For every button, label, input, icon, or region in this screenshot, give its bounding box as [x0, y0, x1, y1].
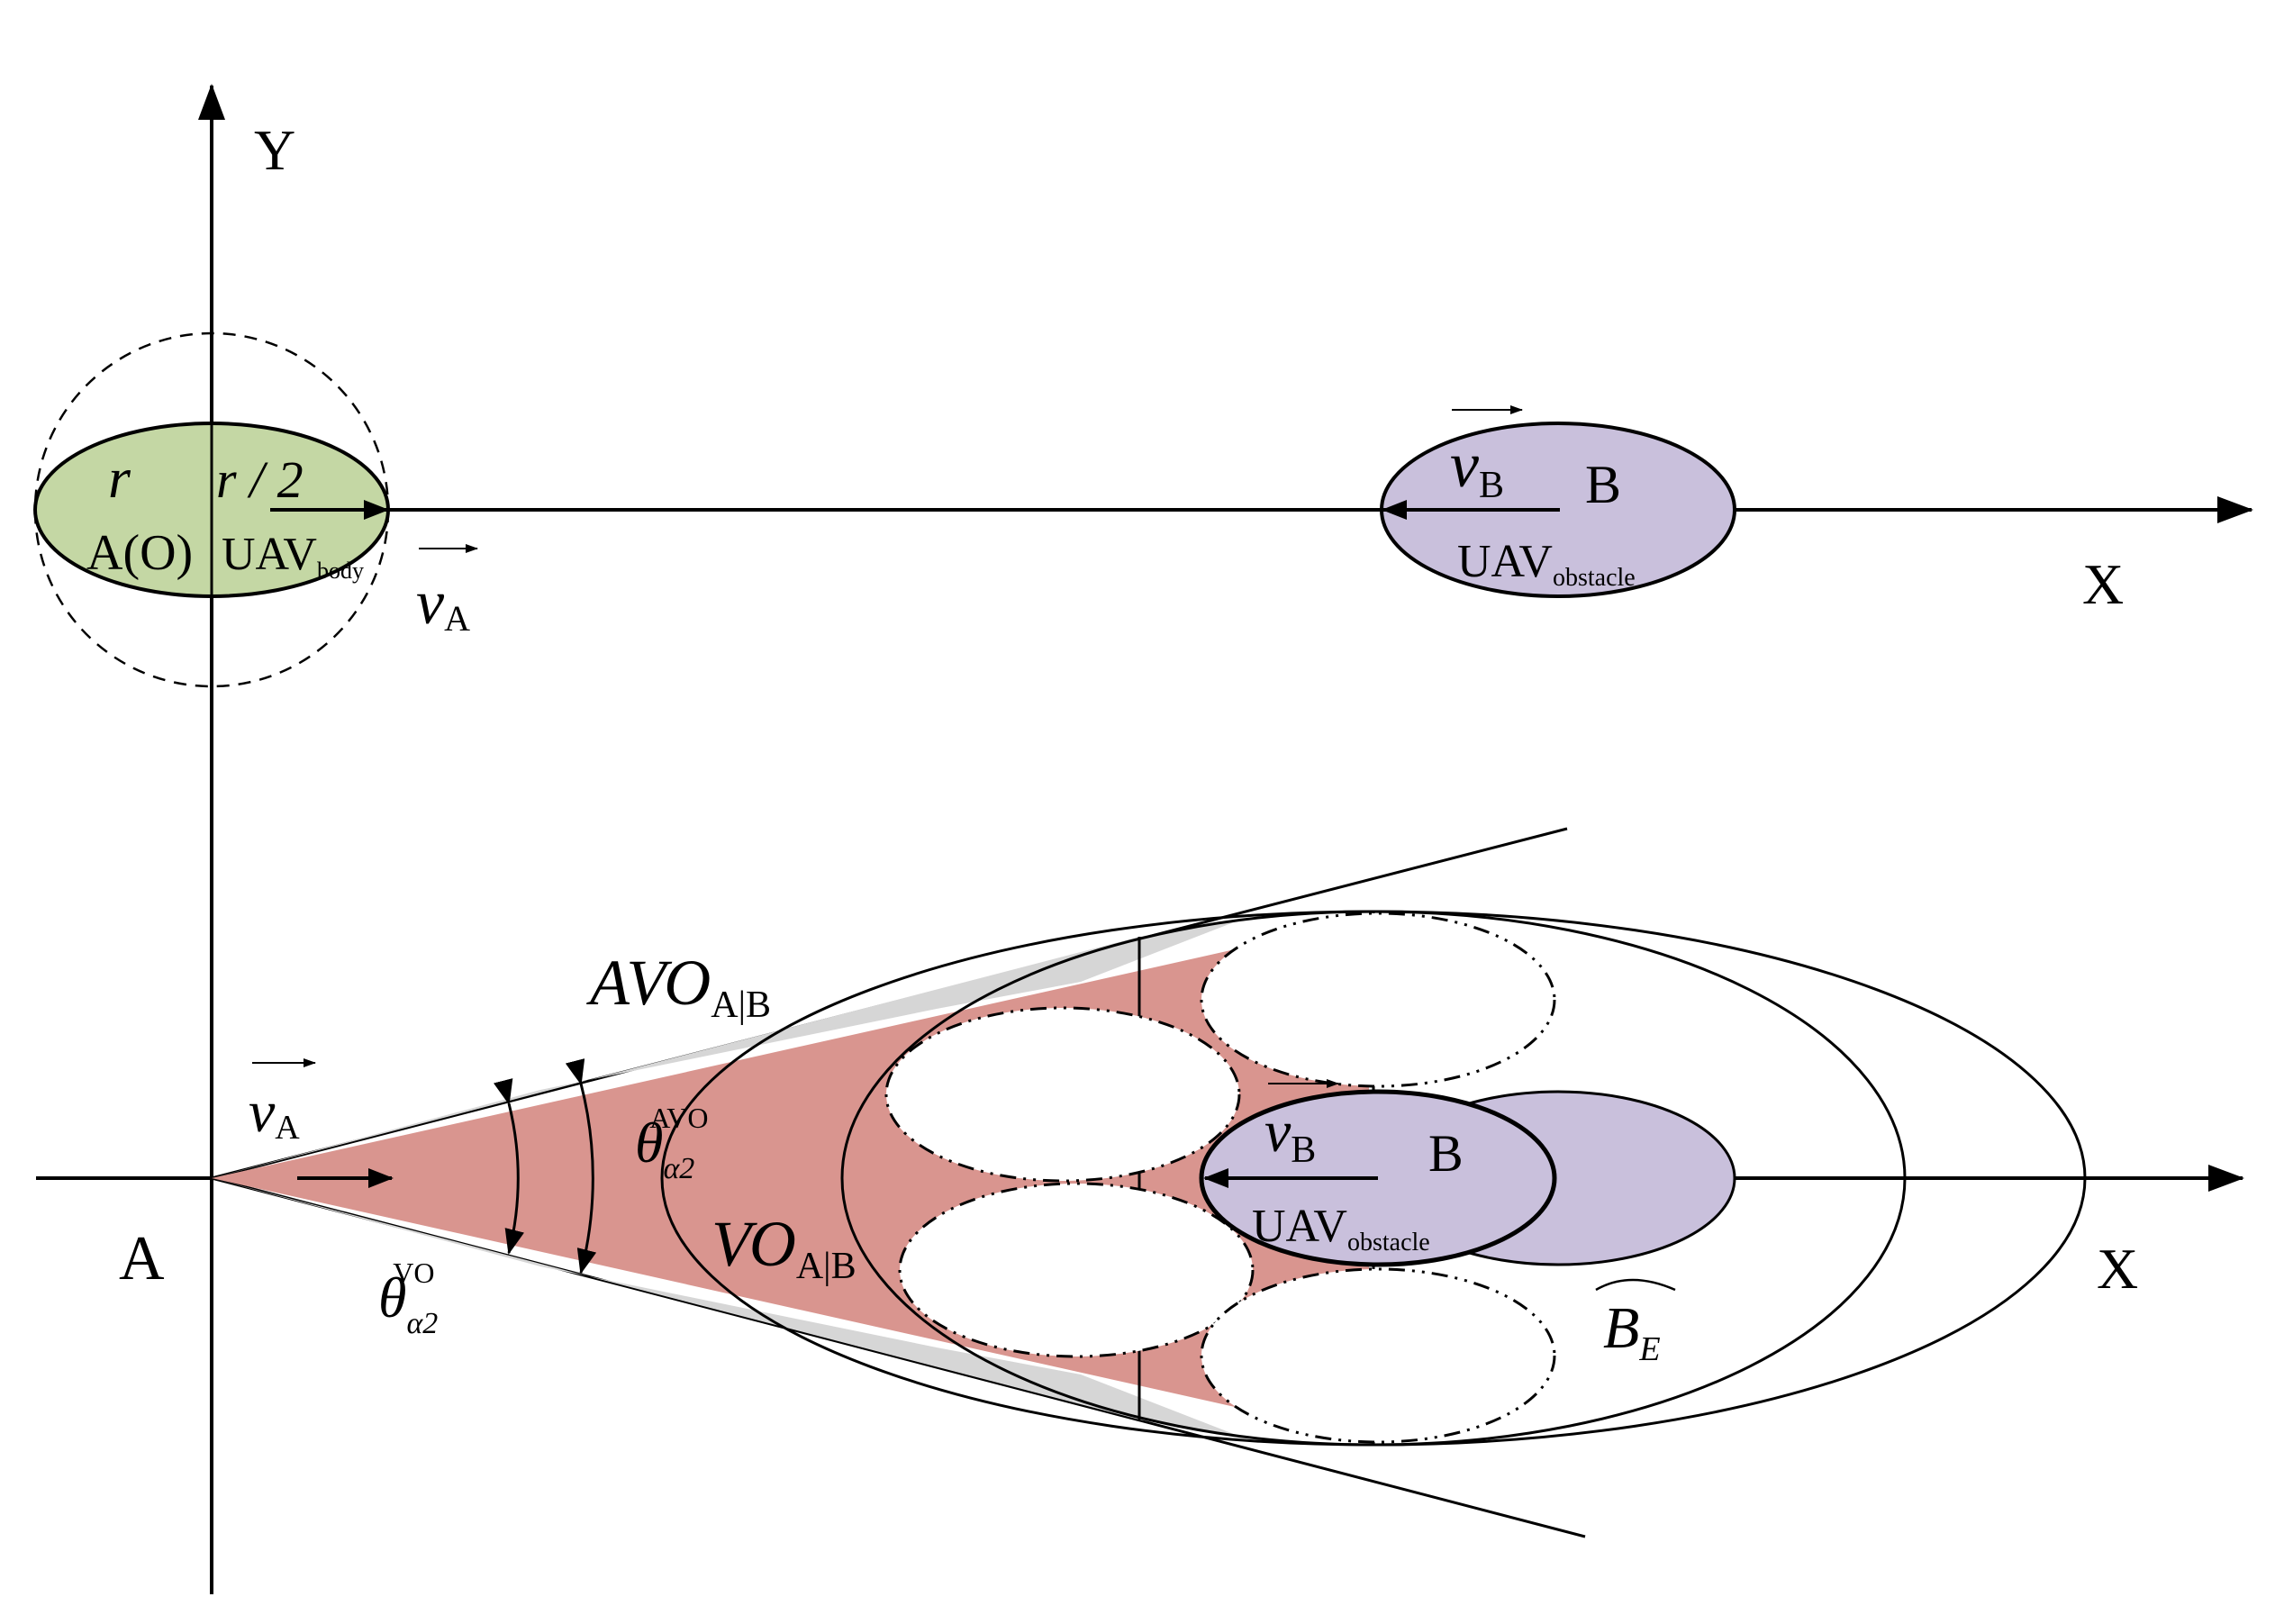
bottom-scene: vB B UAVobstacle vA AVOA|B VOA|B θα2AVO … [211, 827, 2087, 1538]
uav-obstacle-label-top: UAVobstacle [1457, 536, 1636, 592]
origin-label-bottom: A [119, 1224, 165, 1293]
avo-margin-lower [212, 1178, 1243, 1438]
radius-label: r [108, 446, 131, 510]
theta-vo-arc [493, 1078, 525, 1255]
top-scene: r r / 2 A(O) UAVbody vA vB B UAVobstacle [33, 331, 1736, 688]
b-label-top: B [1585, 455, 1621, 514]
half-radius-label: r / 2 [216, 450, 304, 509]
b-label-bottom: B [1428, 1124, 1464, 1183]
vo-label: VOA|B [711, 1208, 856, 1287]
avo-margin-upper [212, 919, 1243, 1178]
theta-avo-arc [565, 1058, 597, 1275]
x-axis-label-top: X [2082, 552, 2124, 616]
origin-label-top: A(O) [86, 525, 193, 581]
velocity-b-label-top: vB [1450, 429, 1504, 506]
uav-body-label: UAVbody [222, 529, 364, 584]
avo-label: AVOA|B [586, 947, 771, 1026]
white-ellipse-upper-left [884, 1006, 1241, 1183]
velocity-b-label-bottom: vB [1264, 1099, 1316, 1171]
b-e-label: BE [1603, 1295, 1661, 1368]
uav-obstacle-label-bottom: UAVobstacle [1252, 1201, 1430, 1257]
x-axis-label-bottom: X [2097, 1237, 2138, 1301]
theta-avo-label: θα2AVO [635, 1102, 709, 1185]
white-ellipse-lower-left [898, 1182, 1255, 1358]
velocity-a-label-bottom: vA [249, 1079, 300, 1147]
b-e-hat [1595, 1278, 1676, 1292]
white-ellipse-upper-right [1200, 912, 1556, 1088]
velocity-a-label-top: vA [416, 568, 470, 639]
white-ellipse-lower-right [1200, 1267, 1556, 1444]
theta-vo-label: θα2VO [378, 1257, 438, 1340]
y-axis-label: Y [254, 118, 295, 182]
